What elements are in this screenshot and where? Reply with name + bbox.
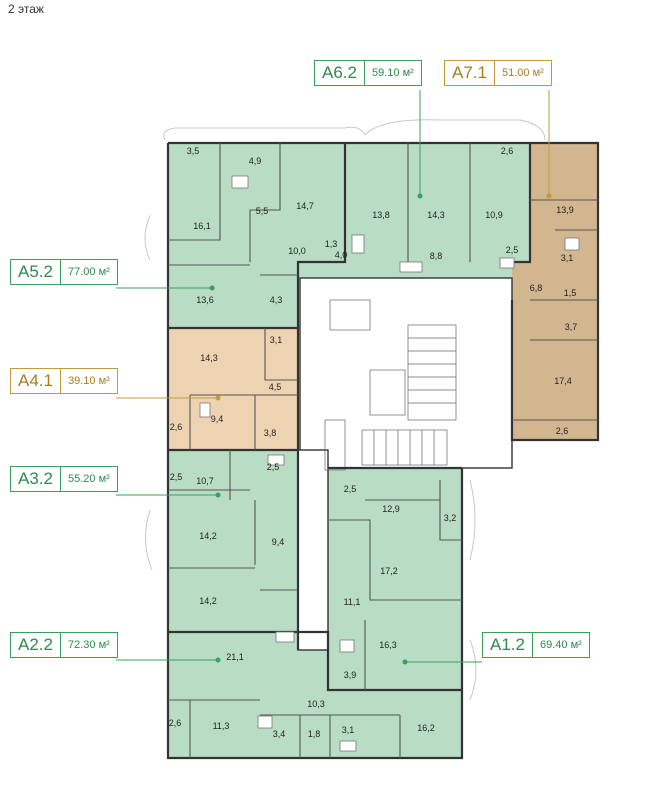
apt-a7-1-area [512,143,598,440]
apt-area: 39.10 м² [67,375,110,387]
apt-code: A5.2 [11,260,61,284]
fixtures [199,175,580,752]
room-area: 10,9 [485,210,503,220]
core [297,277,513,651]
apt-a1-2-area [328,468,462,690]
stairs [324,299,457,471]
room-area: 9,4 [211,414,224,424]
apt-label-a7-1[interactable]: A7.1 51.00 м² [444,60,552,86]
room-area: 3,1 [270,335,283,345]
room-area: 13,8 [372,210,390,220]
room-area: 1,3 [325,239,338,249]
apt-code: A7.1 [445,61,495,85]
room-area: 11,1 [344,597,361,607]
room-area: 16,2 [417,723,435,733]
room-area: 2,5 [267,462,280,472]
apt-label-a6-2[interactable]: A6.2 59.10 м² [314,60,422,86]
room-area: 10,7 [196,476,214,486]
room-area: 2,6 [169,718,182,728]
apt-area: 77.00 м² [67,266,110,278]
room-area: 17,2 [380,566,398,576]
room-area: 3,1 [561,253,574,263]
apt-area: 51.00 м² [501,67,544,79]
room-area: 6,8 [530,283,543,293]
apt-code: A1.2 [483,633,533,657]
room-area: 14,7 [296,201,314,211]
floor-label: 2 этаж [8,2,44,16]
apt-code: A4.1 [11,369,61,393]
apt-area: 59.10 м² [371,67,414,79]
room-area: 5,5 [256,206,269,216]
apt-a2-2-area [168,632,462,758]
room-area: 14,2 [199,596,217,606]
apt-code: A6.2 [315,61,365,85]
apt-area: 55.20 м² [67,473,110,485]
room-area: 21,1 [226,652,244,662]
room-area: 4,0 [335,250,348,260]
apt-label-a1-2[interactable]: A1.2 69.40 м² [482,632,590,658]
leader-lines [116,90,552,665]
room-area: 3,9 [344,670,357,680]
room-area: 2,6 [556,426,569,436]
apt-label-a4-1[interactable]: A4.1 39.10 м² [10,368,118,394]
apt-label-a5-2[interactable]: A5.2 77.00 м² [10,259,118,285]
room-area: 8,8 [430,251,443,261]
walls [166,141,600,760]
apt-code: A2.2 [11,633,61,657]
room-area: 3,7 [565,322,578,332]
apt-code: A3.2 [11,467,61,491]
room-area: 2,5 [344,484,357,494]
room-area: 14,3 [427,210,445,220]
room-area: 1,5 [564,288,577,298]
room-area: 12,9 [382,504,400,514]
room-area: 4,9 [249,156,262,166]
room-area: 2,6 [170,422,183,432]
apt-label-a3-2[interactable]: A3.2 55.20 м² [10,466,118,492]
apt-label-a2-2[interactable]: A2.2 72.30 м² [10,632,118,658]
room-area: 1,8 [308,729,321,739]
room-area: 4,5 [269,382,282,392]
room-area: 10,3 [307,699,325,709]
apt-area: 69.40 м² [539,639,582,651]
partitions [168,143,598,758]
room-area: 3,4 [273,729,286,739]
room-area: 4,3 [270,295,283,305]
room-area: 2,5 [170,472,183,482]
room-area: 13,9 [556,205,574,215]
balcony-outlines [144,119,546,701]
apt-area: 72.30 м² [67,639,110,651]
room-area: 3,1 [342,725,355,735]
room-area: 2,6 [501,146,514,156]
room-area: 14,2 [199,531,217,541]
apt-a5-2-area [168,143,345,328]
room-area: 9,4 [272,537,285,547]
room-area: 3,2 [444,513,457,523]
room-area: 3,5 [187,146,200,156]
room-area: 16,3 [379,640,397,650]
room-labels: 3,5 4,9 14,7 5,5 16,1 10,0 1,3 13,8 14,3… [169,146,578,739]
room-area: 17,4 [554,376,572,386]
room-area: 14,3 [200,353,218,363]
room-area: 16,1 [193,221,211,231]
room-area: 3,8 [264,428,277,438]
room-area: 2,5 [506,245,519,255]
room-area: 10,0 [288,246,306,256]
room-area: 13,6 [196,295,214,305]
room-area: 11,3 [213,721,230,731]
